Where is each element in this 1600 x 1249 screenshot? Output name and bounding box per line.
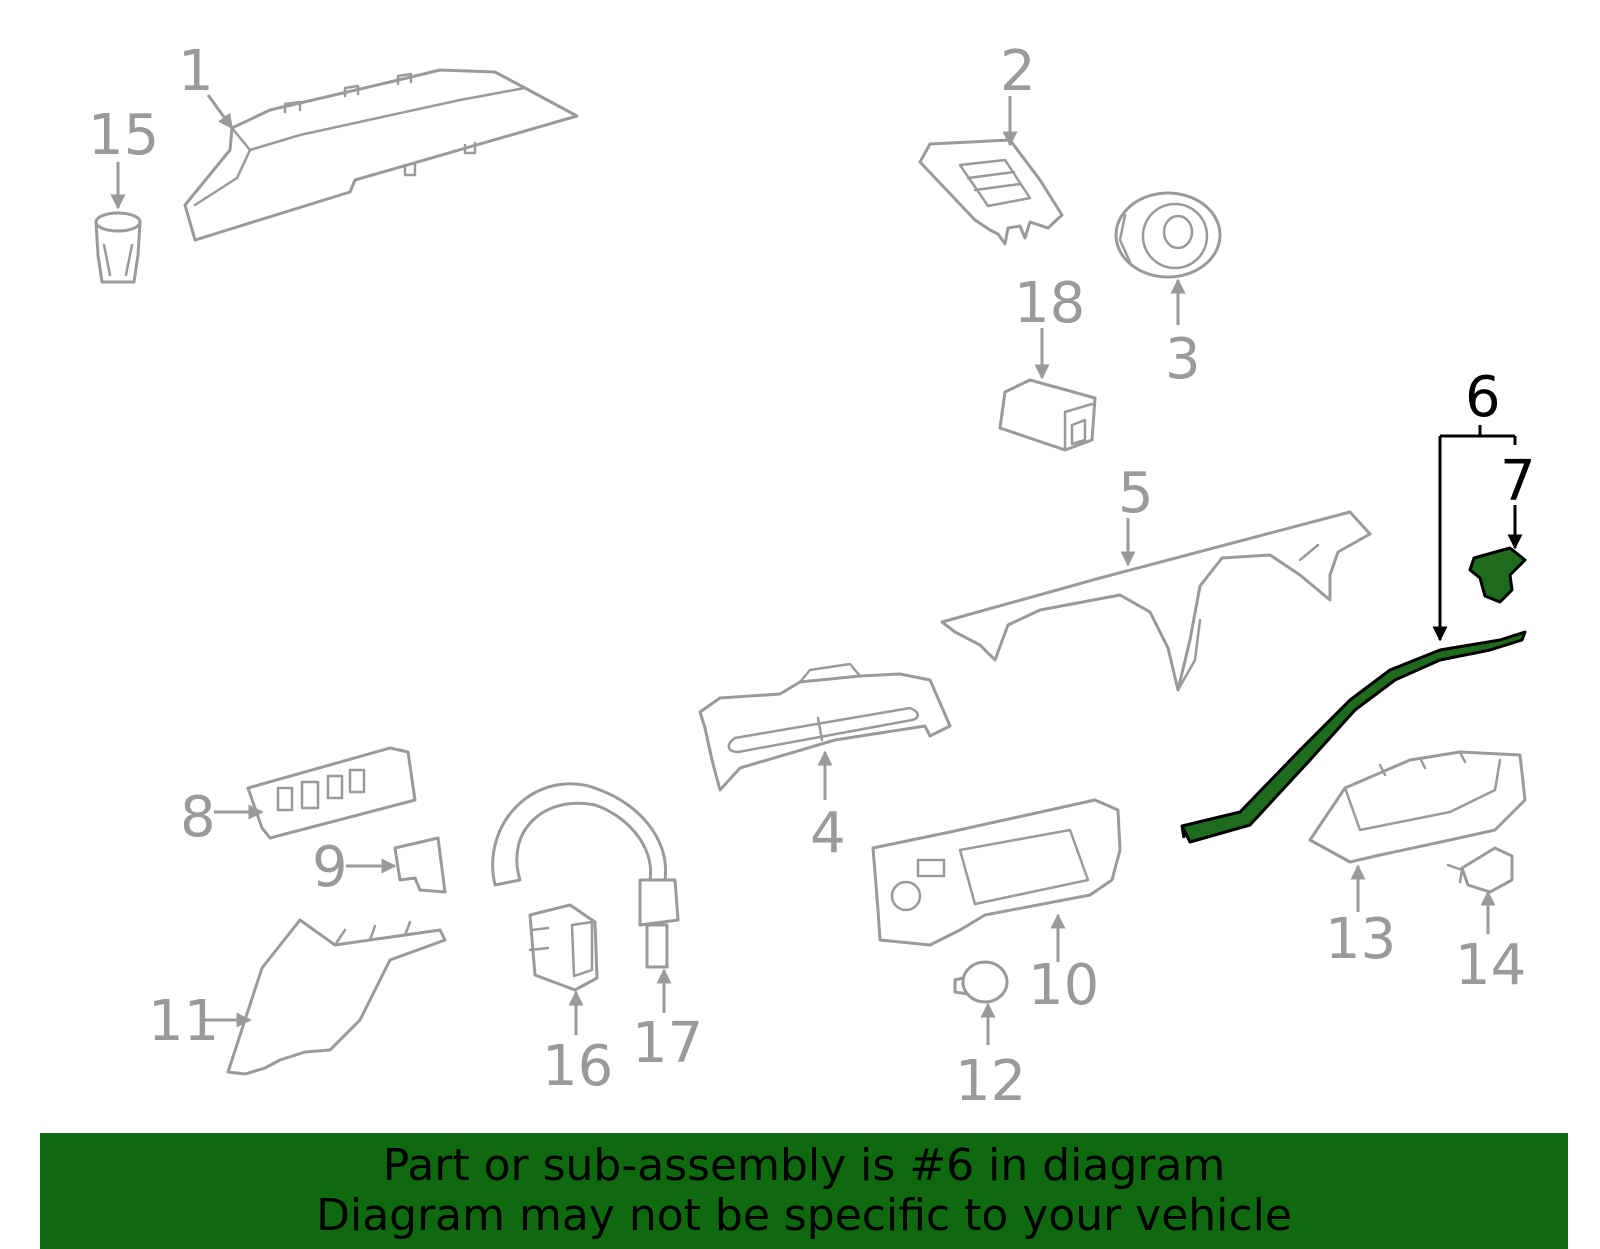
part-10-center-bezel[interactable]: [871, 798, 1122, 947]
part-2-side-register[interactable]: [918, 138, 1064, 246]
callout-2: 2: [1000, 39, 1036, 104]
callout-8: 8: [180, 785, 216, 850]
callout-3: 3: [1165, 327, 1201, 392]
callout-1: 1: [178, 39, 214, 104]
callout-14: 14: [1455, 933, 1526, 998]
callout-17: 17: [632, 1011, 703, 1076]
callout-12: 12: [955, 1049, 1026, 1114]
part-6-trim-strip[interactable]: [1180, 630, 1527, 844]
part-18-switch[interactable]: [998, 378, 1097, 452]
part-12-knob[interactable]: [953, 960, 1009, 1004]
part-17-hose[interactable]: [491, 782, 680, 969]
callout-6: 6: [1465, 365, 1501, 430]
leader-lines: [110, 94, 1523, 1045]
callout-7: 7: [1500, 449, 1536, 514]
part-14-clip[interactable]: [1446, 846, 1514, 894]
part-9-bracket[interactable]: [393, 836, 447, 894]
part-5-dash-panel[interactable]: [940, 510, 1372, 692]
part-11-lower-trim[interactable]: [226, 918, 447, 1076]
part-7-clip[interactable]: [1468, 546, 1527, 604]
part-3-round-vent[interactable]: [1114, 191, 1222, 279]
banner-line-part-number: Part or sub-assembly is #6 in diagram: [382, 1140, 1226, 1191]
callout-13: 13: [1325, 907, 1396, 972]
part-4-center-vent[interactable]: [698, 662, 952, 792]
callout-11: 11: [148, 989, 219, 1054]
callout-10: 10: [1028, 953, 1099, 1018]
callout-5: 5: [1118, 461, 1154, 526]
part-16-switch[interactable]: [528, 903, 599, 992]
part-1-upper-cover[interactable]: [183, 68, 579, 242]
part-15-clip[interactable]: [94, 211, 142, 284]
callout-15: 15: [88, 103, 159, 168]
callout-numbers: 1 2 3 4 5 6 7 8 9 10 11 12 13 14 15 16 1…: [88, 39, 1536, 1114]
callout-16: 16: [542, 1034, 613, 1099]
callout-4: 4: [810, 801, 846, 866]
info-banner: Part or sub-assembly is #6 in diagram Di…: [40, 1133, 1568, 1249]
banner-line-disclaimer: Diagram may not be specific to your vehi…: [316, 1190, 1292, 1241]
part-8-switch-panel[interactable]: [246, 746, 417, 840]
part-13-glove-box[interactable]: [1308, 750, 1527, 864]
callout-9: 9: [312, 835, 348, 900]
callout-18: 18: [1014, 271, 1085, 336]
